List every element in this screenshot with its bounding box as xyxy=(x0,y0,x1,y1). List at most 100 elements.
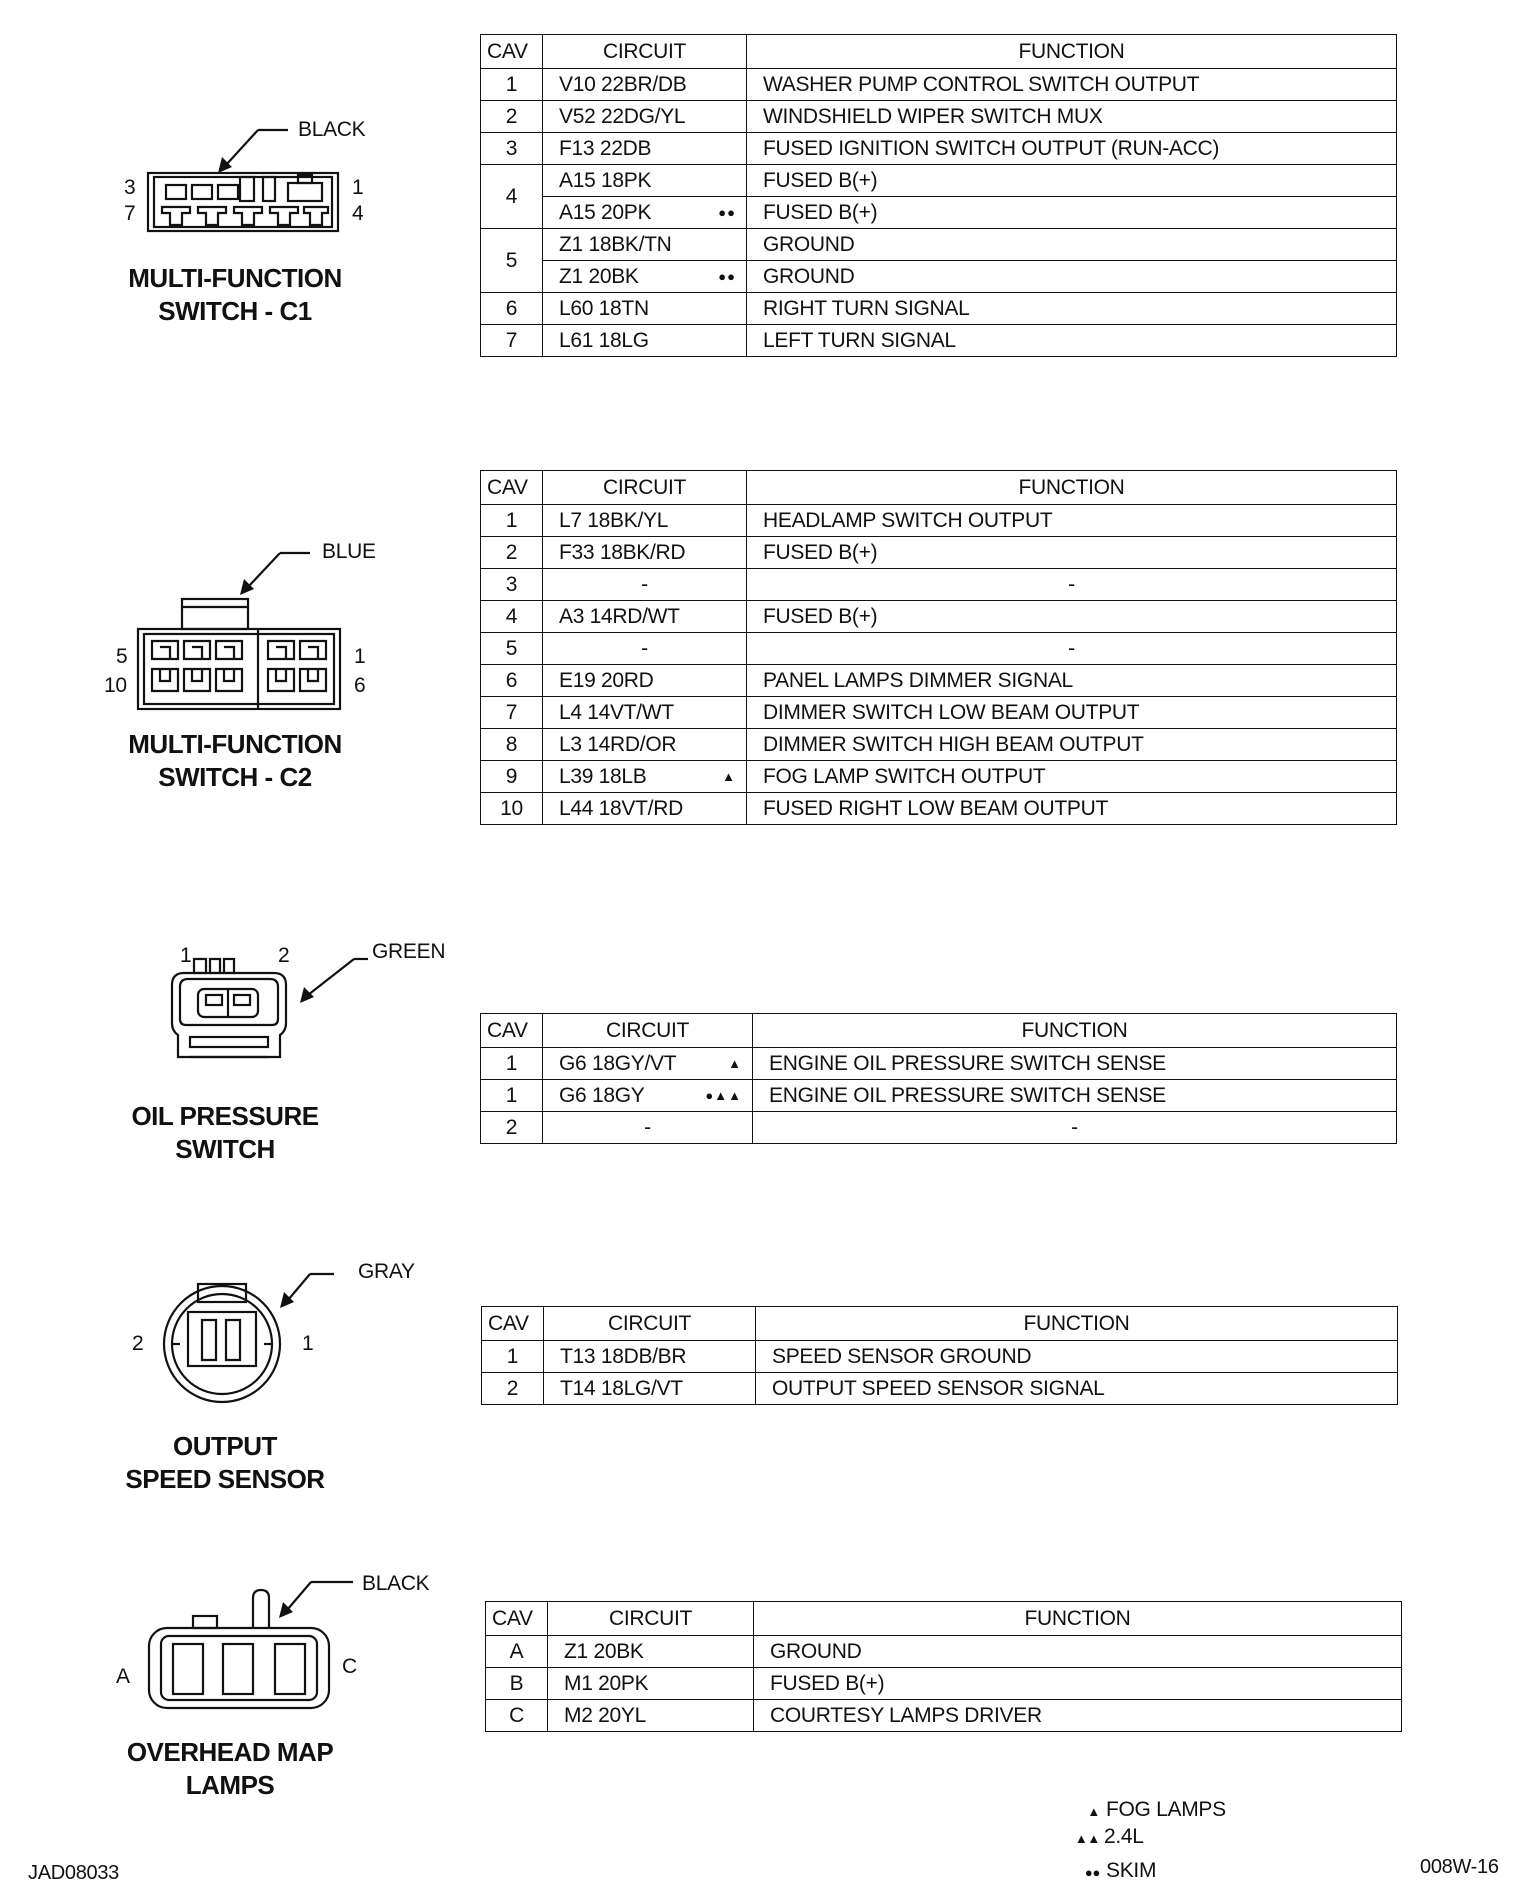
table-row: 10 L44 18VT/RD FUSED RIGHT LOW BEAM OUTP… xyxy=(480,792,1397,825)
function-cell: - xyxy=(746,632,1397,665)
column-header-circuit: CIRCUIT xyxy=(542,1013,753,1048)
column-header-cav: CAV xyxy=(480,34,543,69)
connector-c2-title: MULTI-FUNCTION SWITCH - C2 xyxy=(128,729,342,792)
connector-oss-title: OUTPUT SPEED SENSOR xyxy=(125,1431,325,1494)
function-cell: HEADLAMP SWITCH OUTPUT xyxy=(746,504,1397,537)
function-cell: ENGINE OIL PRESSURE SWITCH SENSE xyxy=(752,1079,1397,1112)
column-header-function: FUNCTION xyxy=(755,1306,1398,1341)
table-row: 7 L61 18LG LEFT TURN SIGNAL xyxy=(480,324,1397,357)
connector-c1-pin-label: 3 xyxy=(124,176,136,199)
cav-cell: 2 xyxy=(480,100,543,133)
legend-item: ●●SKIM xyxy=(1070,1859,1270,1883)
circuit-cell: Z1 20BK xyxy=(547,1635,754,1668)
function-cell: WASHER PUMP CONTROL SWITCH OUTPUT xyxy=(746,68,1397,101)
circuit-cell: G6 18GY●▲▲ xyxy=(542,1079,753,1112)
table-row: 3 F13 22DB FUSED IGNITION SWITCH OUTPUT … xyxy=(480,132,1397,165)
table-row: 1 G6 18GY/VT▲ ENGINE OIL PRESSURE SWITCH… xyxy=(480,1047,1397,1080)
function-cell: SPEED SENSOR GROUND xyxy=(755,1340,1398,1373)
cav-cell: 7 xyxy=(480,324,543,357)
circuit-cell: A15 18PK xyxy=(542,164,747,197)
table-row: 4 A3 14RD/WT FUSED B(+) xyxy=(480,600,1397,633)
column-header-cav: CAV xyxy=(481,1306,544,1341)
cav-cell: B xyxy=(485,1667,548,1700)
function-cell: FUSED B(+) xyxy=(746,196,1397,229)
connector-oss-color: GRAY xyxy=(358,1260,415,1283)
triangle-icon: ▲ xyxy=(1087,1804,1100,1819)
column-header-function: FUNCTION xyxy=(746,34,1397,69)
function-cell: - xyxy=(746,568,1397,601)
function-cell: GROUND xyxy=(746,228,1397,261)
legend: ▲FOG LAMPS ▲▲2.4L ●●SKIM xyxy=(1070,1798,1270,1883)
function-cell: OUTPUT SPEED SENSOR SIGNAL xyxy=(755,1372,1398,1405)
cav-cell: 3 xyxy=(480,568,543,601)
cav-cell: 6 xyxy=(480,664,543,697)
table-row: Z1 20BK●● GROUND xyxy=(481,260,1397,293)
connector-c2-pin-label: 5 xyxy=(116,645,128,668)
connector-oil-drawing xyxy=(170,957,368,1059)
table-row: C M2 20YL COURTESY LAMPS DRIVER xyxy=(485,1699,1402,1732)
connector-c2-color: BLUE xyxy=(322,540,376,563)
table-row: 4 A15 18PK FUSED B(+) xyxy=(480,164,1397,229)
function-cell: LEFT TURN SIGNAL xyxy=(746,324,1397,357)
function-cell: COURTESY LAMPS DRIVER xyxy=(753,1699,1402,1732)
connector-oil-title: OIL PRESSURE SWITCH xyxy=(131,1101,319,1164)
table-row: 2 - - xyxy=(480,1111,1397,1144)
table-row: 3 - - xyxy=(480,568,1397,601)
connector-c1-pin-label: 1 xyxy=(352,176,364,199)
function-cell: FOG LAMP SWITCH OUTPUT xyxy=(746,760,1397,793)
function-cell: WINDSHIELD WIPER SWITCH MUX xyxy=(746,100,1397,133)
connector-c2-pin-label: 6 xyxy=(354,674,366,697)
column-header-function: FUNCTION xyxy=(753,1601,1402,1636)
cav-cell: 2 xyxy=(481,1372,544,1405)
option-mark: ●● xyxy=(718,268,736,284)
circuit-cell: L44 18VT/RD xyxy=(542,792,747,825)
cav-cell: 3 xyxy=(480,132,543,165)
circuit-cell: L39 18LB▲ xyxy=(542,760,747,793)
connector-oss-pin-label: 2 xyxy=(132,1332,144,1355)
column-header-function: FUNCTION xyxy=(746,470,1397,505)
cav-cell: 7 xyxy=(480,696,543,729)
circuit-cell: F13 22DB xyxy=(542,132,747,165)
function-cell: DIMMER SWITCH HIGH BEAM OUTPUT xyxy=(746,728,1397,761)
cav-cell: 4 xyxy=(480,164,543,229)
circuit-cell: L61 18LG xyxy=(542,324,747,357)
cav-cell: 8 xyxy=(480,728,543,761)
double-triangle-icon: ▲▲ xyxy=(1074,1831,1100,1846)
connector-c2-drawing xyxy=(136,551,342,711)
column-header-circuit: CIRCUIT xyxy=(542,34,747,69)
circuit-cell: A15 20PK●● xyxy=(542,196,747,229)
cav-cell: 1 xyxy=(480,68,543,101)
table-row: 1 G6 18GY●▲▲ ENGINE OIL PRESSURE SWITCH … xyxy=(480,1079,1397,1112)
function-cell: PANEL LAMPS DIMMER SIGNAL xyxy=(746,664,1397,697)
function-cell: FUSED RIGHT LOW BEAM OUTPUT xyxy=(746,792,1397,825)
cav-cell: 2 xyxy=(480,536,543,569)
table-row: A Z1 20BK GROUND xyxy=(485,1635,1402,1668)
connector-oss-drawing xyxy=(162,1272,334,1404)
connector-c1-drawing xyxy=(146,128,340,233)
connector-oss-table: CAV CIRCUIT FUNCTION 1 T13 18DB/BR SPEED… xyxy=(481,1306,1398,1405)
connector-oil-pin-label: 2 xyxy=(278,944,290,967)
table-row: 1 V10 22BR/DB WASHER PUMP CONTROL SWITCH… xyxy=(480,68,1397,101)
option-mark: ●▲▲ xyxy=(705,1087,742,1103)
circuit-cell: M1 20PK xyxy=(547,1667,754,1700)
cav-cell: 4 xyxy=(480,600,543,633)
table-row: 2 F33 18BK/RD FUSED B(+) xyxy=(480,536,1397,569)
circuit-cell: E19 20RD xyxy=(542,664,747,697)
figure-code: JAD08033 xyxy=(28,1862,119,1884)
connector-map-pin-label: A xyxy=(116,1665,130,1688)
table-row: 5 - - xyxy=(480,632,1397,665)
circuit-cell: F33 18BK/RD xyxy=(542,536,747,569)
function-cell: RIGHT TURN SIGNAL xyxy=(746,292,1397,325)
cav-cell: A xyxy=(485,1635,548,1668)
table-row: 8 L3 14RD/OR DIMMER SWITCH HIGH BEAM OUT… xyxy=(480,728,1397,761)
table-row: 1 T13 18DB/BR SPEED SENSOR GROUND xyxy=(481,1340,1398,1373)
table-row: 6 L60 18TN RIGHT TURN SIGNAL xyxy=(480,292,1397,325)
circuit-cell: A3 14RD/WT xyxy=(542,600,747,633)
connector-map-drawing xyxy=(147,1580,353,1710)
column-header-cav: CAV xyxy=(485,1601,548,1636)
legend-item: ▲▲2.4L xyxy=(1070,1825,1270,1859)
option-mark: ▲ xyxy=(722,768,736,784)
connector-oil-color: GREEN xyxy=(372,940,446,963)
circuit-cell: L7 18BK/YL xyxy=(542,504,747,537)
function-cell: GROUND xyxy=(753,1635,1402,1668)
